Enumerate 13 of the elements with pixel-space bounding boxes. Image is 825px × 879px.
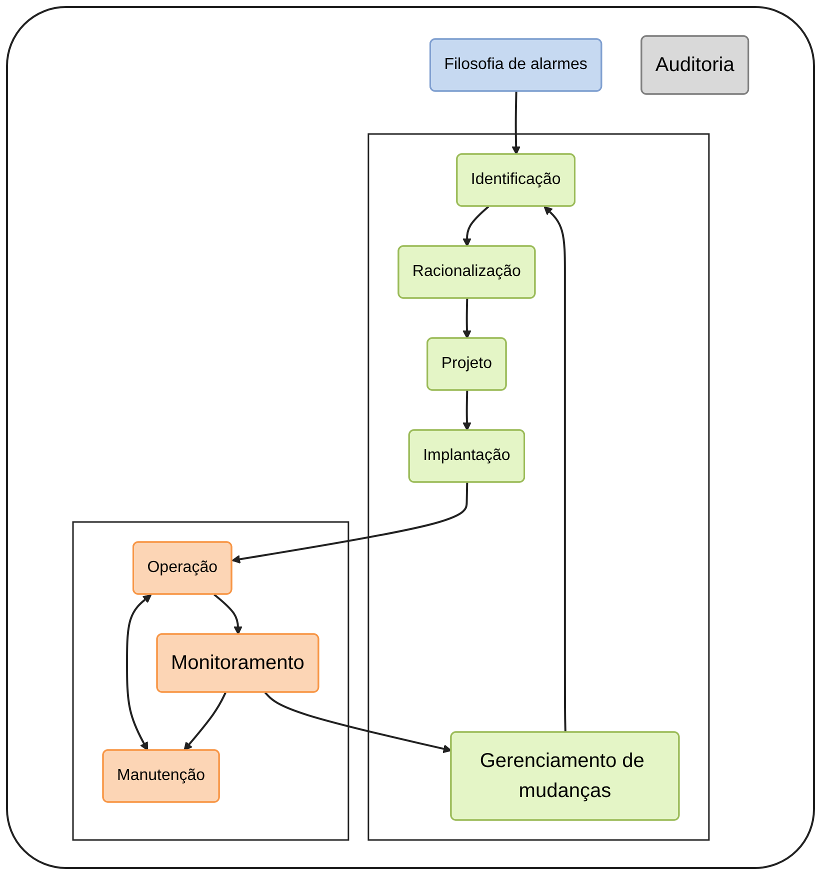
arrow [544,206,566,732]
arrow [462,298,472,338]
cluster [72,520,349,840]
arrow [512,90,520,154]
arrow [213,593,242,634]
arrow [126,594,152,750]
arrow [231,482,468,564]
arrow [462,205,490,246]
arrow [462,390,472,430]
arrow [183,692,226,750]
cluster [368,132,710,840]
diagram-frame: Filosofia de alarmes Identificação Racionalização Projeto Implantação Gerenciamento de mudanças Operação Monitoramento Manutenção Auditoria [6,6,815,869]
arrow [264,691,452,753]
